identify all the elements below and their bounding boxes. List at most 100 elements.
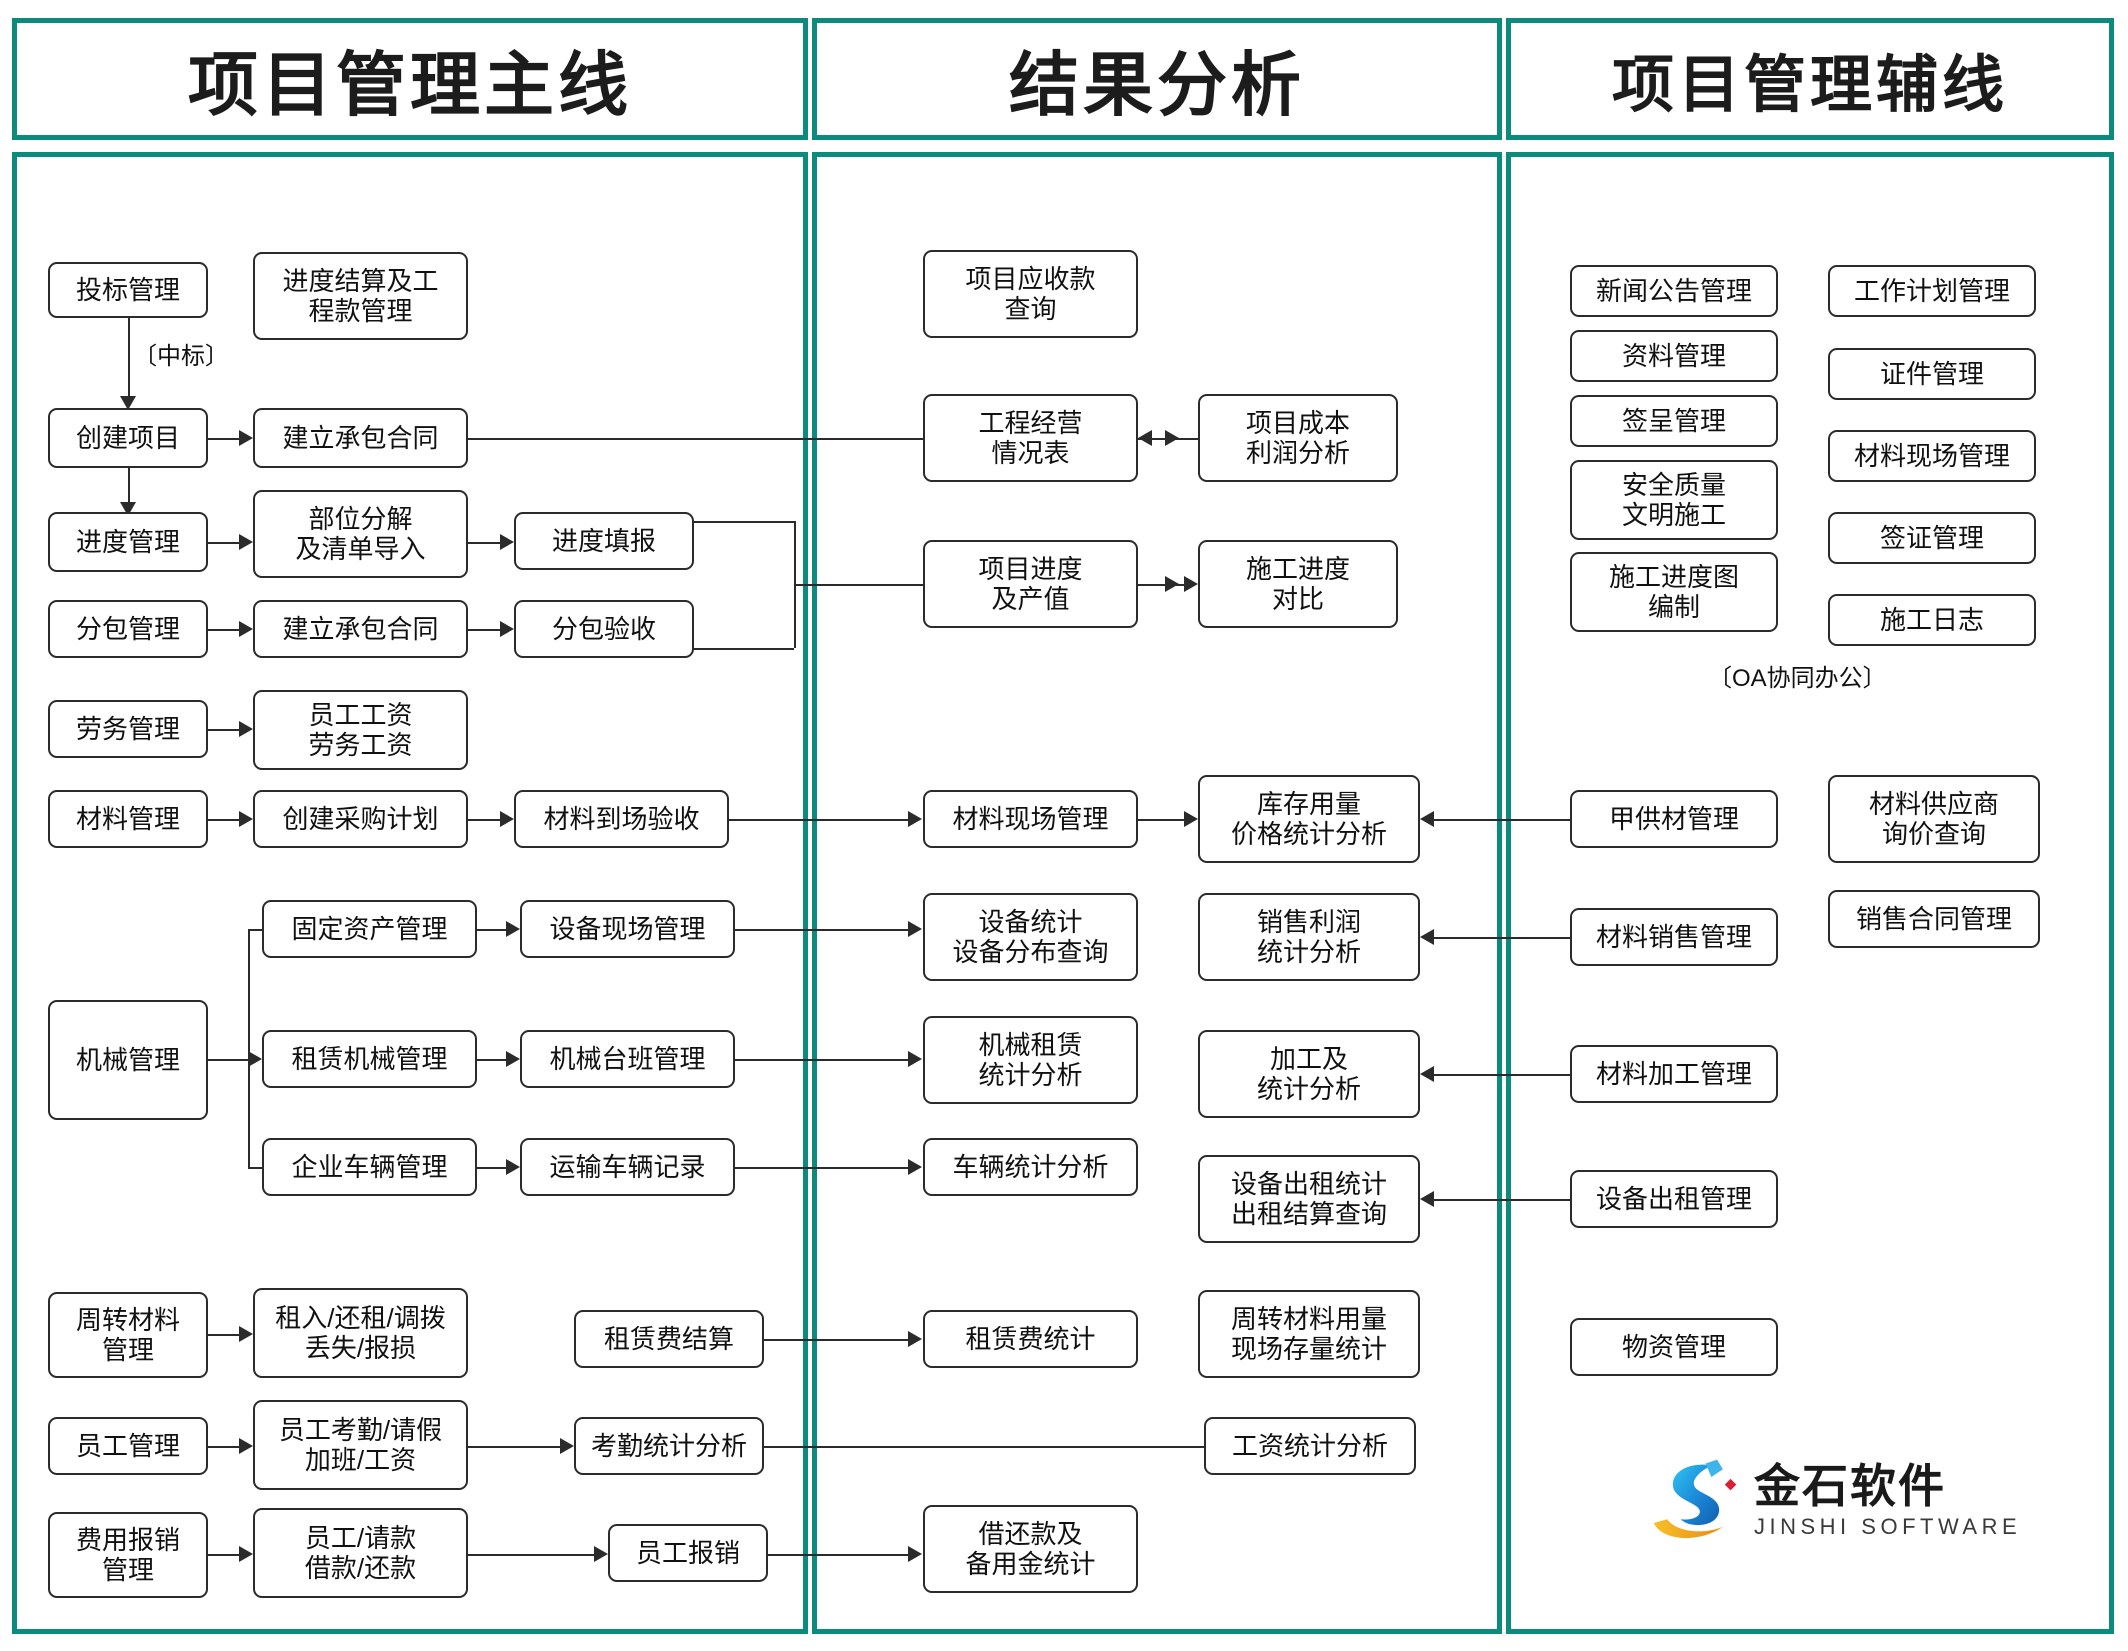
node-r3[interactable]: 项目成本 利润分析 [1198,394,1398,482]
connector-m7-merge [694,521,794,523]
node-m10[interactable]: 分包验收 [514,600,694,658]
node-r6[interactable]: 材料现场管理 [923,790,1138,848]
node-m27[interactable]: 员工考勤/请假 加班/工资 [253,1400,468,1490]
connector-r3-r2 [1152,438,1198,440]
connector-m20-r10 [735,1059,908,1061]
node-r9[interactable]: 销售利润 统计分析 [1198,893,1420,981]
node-m26[interactable]: 员工管理 [48,1417,208,1475]
arrowhead-m31-r17 [908,1546,922,1562]
node-m5[interactable]: 进度管理 [48,512,208,572]
node-m19[interactable]: 租赁机械管理 [262,1030,477,1088]
node-m21[interactable]: 企业车辆管理 [262,1138,477,1196]
node-r14[interactable]: 租赁费统计 [923,1310,1138,1368]
node-r12[interactable]: 车辆统计分析 [923,1138,1138,1196]
arrowhead-m17-m18 [506,921,520,937]
node-m17[interactable]: 固定资产管理 [262,900,477,958]
annotation-oa-office: 〔OA协同办公〕 [1708,665,1887,692]
arrowhead-m13-m14 [239,811,253,827]
node-r2[interactable]: 工程经营 情况表 [923,394,1138,482]
node-m6[interactable]: 部位分解 及清单导入 [253,490,468,578]
connector-m8-m9 [208,629,239,631]
node-m24[interactable]: 租入/还租/调拨 丢失/报损 [253,1288,468,1378]
arrowhead-m19-m20 [506,1051,520,1067]
connector-bracket-vert [248,929,250,1167]
node-r11[interactable]: 加工及 统计分析 [1198,1030,1420,1118]
logo-text-block: 金石软件 JINSHI SOFTWARE [1754,1463,2021,1538]
connector-m10-merge [694,648,794,650]
arrowhead-a15-r11 [1420,1066,1434,1082]
node-m13[interactable]: 材料管理 [48,790,208,848]
arrowhead-m26-m27 [239,1438,253,1454]
connector-m1-m3 [128,318,130,402]
connector-a11-r7 [1434,819,1570,821]
node-a2[interactable]: 工作计划管理 [1828,265,2036,317]
node-a6[interactable]: 材料现场管理 [1828,430,2036,482]
node-m8[interactable]: 分包管理 [48,600,208,658]
node-m31[interactable]: 员工报销 [608,1524,768,1582]
arrowhead-m9-m10 [500,621,514,637]
connector-m21-m22 [477,1167,506,1169]
node-a16[interactable]: 设备出租管理 [1570,1170,1778,1228]
node-m29[interactable]: 费用报销 管理 [48,1512,208,1598]
node-m15[interactable]: 材料到场验收 [514,790,729,848]
arrowhead-m23-m24 [239,1326,253,1342]
node-m25[interactable]: 租赁费结算 [574,1310,764,1368]
connector-m26-m27 [208,1446,239,1448]
node-a13[interactable]: 材料销售管理 [1570,908,1778,966]
node-r8[interactable]: 设备统计 设备分布查询 [923,893,1138,981]
node-a4[interactable]: 证件管理 [1828,348,2036,400]
header-title-main: 项目管理主线 [188,47,632,125]
node-m9[interactable]: 建立承包合同 [253,600,468,658]
node-a12[interactable]: 材料供应商 询价查询 [1828,775,2040,863]
connector-m9-m10 [468,629,500,631]
arrowhead-a13-r9 [1420,929,1434,945]
node-r17[interactable]: 借还款及 备用金统计 [923,1505,1138,1593]
node-a17[interactable]: 物资管理 [1570,1318,1778,1376]
node-r15[interactable]: 周转材料用量 现场存量统计 [1198,1290,1420,1378]
node-m7[interactable]: 进度填报 [514,512,694,570]
node-m4[interactable]: 建立承包合同 [253,408,468,468]
node-m3[interactable]: 创建项目 [48,408,208,468]
node-a8[interactable]: 签证管理 [1828,512,2036,564]
arrowhead-m30-m31 [594,1546,608,1562]
arrowhead-r4-r5 [1184,576,1198,592]
logo-name-en: JINSHI SOFTWARE [1754,1513,2022,1539]
node-r5[interactable]: 施工进度 对比 [1198,540,1398,628]
node-m16[interactable]: 机械管理 [48,1000,208,1120]
connector-m28-r16 [764,1446,1204,1448]
node-m22[interactable]: 运输车辆记录 [520,1138,735,1196]
node-m20[interactable]: 机械台班管理 [520,1030,735,1088]
node-a1[interactable]: 新闻公告管理 [1570,265,1778,317]
node-r16[interactable]: 工资统计分析 [1204,1417,1416,1475]
node-a10[interactable]: 施工日志 [1828,594,2036,646]
connector-m5-m6 [208,542,239,544]
node-a7[interactable]: 安全质量 文明施工 [1570,460,1778,540]
connector-m11-m12 [208,729,239,731]
connector-m25-r14 [764,1339,908,1341]
arrowhead-r6-r7 [1184,811,1198,827]
arrowhead-bracket-m19 [248,1051,262,1067]
node-a5[interactable]: 签呈管理 [1570,395,1778,447]
node-m12[interactable]: 员工工资 劳务工资 [253,690,468,770]
node-m2[interactable]: 进度结算及工 程款管理 [253,252,468,340]
node-m18[interactable]: 设备现场管理 [520,900,735,958]
node-m11[interactable]: 劳务管理 [48,700,208,758]
node-m23[interactable]: 周转材料 管理 [48,1292,208,1378]
node-a15[interactable]: 材料加工管理 [1570,1045,1778,1103]
header-title-aux: 项目管理辅线 [1611,52,2008,120]
node-m14[interactable]: 创建采购计划 [253,790,468,848]
node-r1[interactable]: 项目应收款 查询 [923,250,1138,338]
connector-m16-bracket [208,1059,248,1061]
node-m28[interactable]: 考勤统计分析 [574,1417,764,1475]
node-m1[interactable]: 投标管理 [48,262,208,318]
node-r7[interactable]: 库存用量 价格统计分析 [1198,775,1420,863]
node-r10[interactable]: 机械租赁 统计分析 [923,1016,1138,1104]
node-a14[interactable]: 销售合同管理 [1828,890,2040,948]
node-m30[interactable]: 员工/请款 借款/还款 [253,1508,468,1598]
node-a9[interactable]: 施工进度图 编制 [1570,552,1778,632]
node-r4[interactable]: 项目进度 及产值 [923,540,1138,628]
node-r13[interactable]: 设备出租统计 出租结算查询 [1198,1155,1420,1243]
connector-m13-m14 [208,819,239,821]
node-a3[interactable]: 资料管理 [1570,330,1778,382]
node-a11[interactable]: 甲供材管理 [1570,790,1778,848]
